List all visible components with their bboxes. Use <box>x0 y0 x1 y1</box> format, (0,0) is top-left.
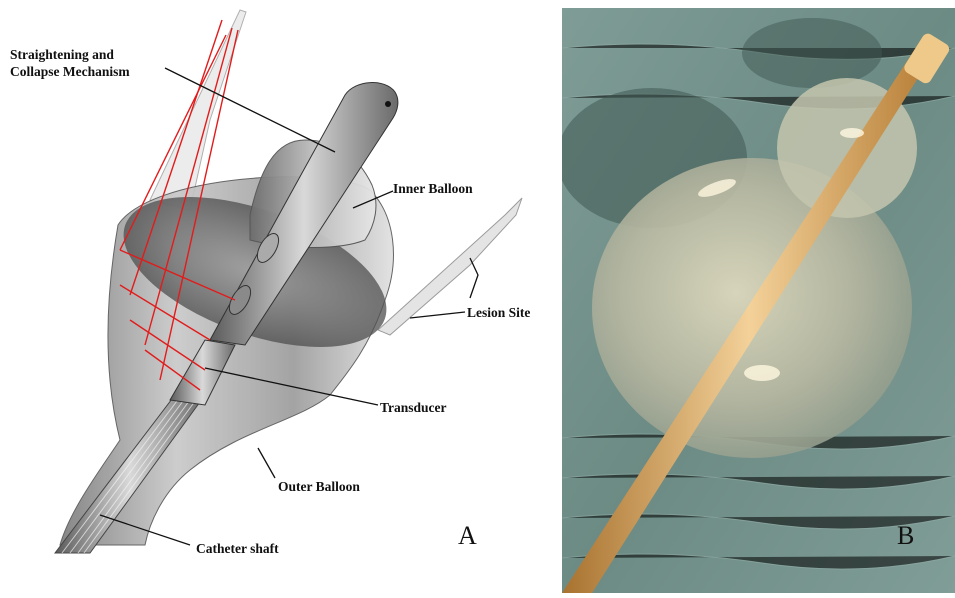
label-straightening-line2: Collapse Mechanism <box>10 63 130 80</box>
top-shadow <box>742 18 882 88</box>
label-transducer: Transducer <box>380 399 447 416</box>
label-lesion-site: Lesion Site <box>467 304 530 321</box>
panel-a: Straightening and Collapse Mechanism Inn… <box>0 0 560 593</box>
label-inner-balloon: Inner Balloon <box>393 180 473 197</box>
panel-letter-b: B <box>897 521 914 551</box>
label-straightening-line1: Straightening and <box>10 46 114 63</box>
tip-hole <box>385 101 391 107</box>
catheter-diagram <box>0 0 560 593</box>
panel-b: B <box>562 8 955 593</box>
label-outer-balloon: Outer Balloon <box>278 478 360 495</box>
balloon-photo <box>562 8 955 593</box>
panel-letter-a: A <box>458 521 477 551</box>
label-catheter-shaft: Catheter shaft <box>196 540 279 557</box>
